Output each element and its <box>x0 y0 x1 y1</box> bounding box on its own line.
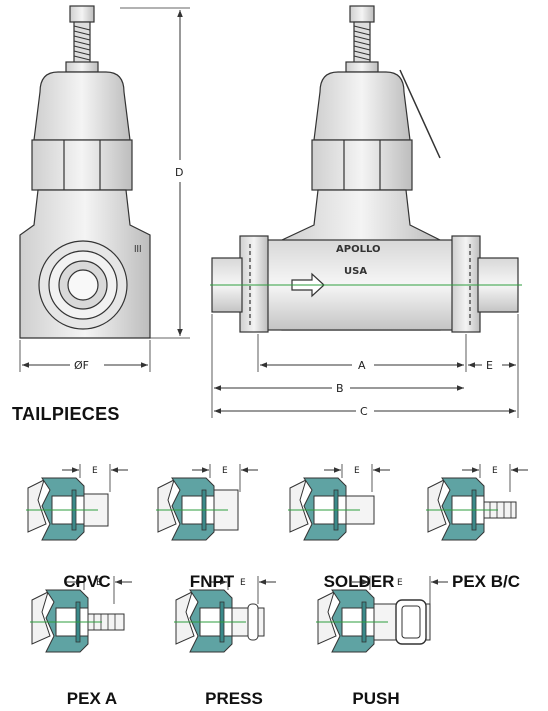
tailpiece-body-stub <box>427 479 447 533</box>
right-union-nut <box>451 235 481 333</box>
tailpiece-body-stub <box>31 591 51 645</box>
dim-d-label: D <box>175 166 183 179</box>
tailpiece-label-push: PUSH <box>352 689 400 708</box>
tailpiece-label-pex-a: PEX A <box>66 689 118 708</box>
section-title: TAILPIECES <box>12 404 120 424</box>
screw-nut <box>69 5 95 23</box>
tailpiece-drawings: E E E E E E E <box>26 464 528 653</box>
front-view: APOLLO USA <box>211 5 519 333</box>
tailpiece-body-stub <box>157 479 177 533</box>
dimension-b: B <box>211 314 464 418</box>
left-union-nut <box>239 235 269 333</box>
tailpiece-extension <box>483 501 517 519</box>
tailpiece-label-solder: SOLDER <box>323 572 395 591</box>
push-collet-inner <box>401 605 421 639</box>
dim-e-label: E <box>486 359 493 372</box>
dim-a-label: A <box>358 359 366 372</box>
tailpiece-dim-label: E <box>92 466 98 476</box>
dim-c-label: C <box>360 405 368 418</box>
tailpiece-label-pex-bc: PEX B/C <box>451 572 521 591</box>
body-marking-2: USA <box>344 266 367 277</box>
tailpiece-dim-label: E <box>354 466 360 476</box>
hex-nut <box>31 139 133 191</box>
dim-b-label: B <box>336 382 344 395</box>
press-ring <box>247 603 259 641</box>
tailpiece-body-stub <box>175 591 195 645</box>
tailpiece-dim-label: E <box>240 578 246 588</box>
dimension-a: A <box>257 334 467 372</box>
tailpiece-body-stub <box>289 479 309 533</box>
dimension-c: C <box>214 405 516 418</box>
tailpiece-dim-label: E <box>492 466 498 476</box>
body-marking-1: APOLLO <box>336 244 380 255</box>
tailpiece-label-cpvc: CPVC <box>63 572 111 591</box>
tailpiece-body-stub <box>317 591 337 645</box>
bonnet <box>33 71 131 141</box>
tailpiece-dim-label: E <box>397 578 403 588</box>
dimension-d: D <box>120 7 190 339</box>
tailpiece-label-fnpt: FNPT <box>189 572 235 591</box>
tailpiece-body-stub <box>27 479 47 533</box>
dimension-e: E <box>468 314 519 418</box>
push-collet <box>395 599 427 645</box>
tailpiece-label-press: PRESS <box>205 689 263 708</box>
tailpiece-dim-label: E <box>96 578 102 588</box>
side-marking: lll <box>134 245 142 255</box>
end-view: lll <box>19 5 151 339</box>
dimension-f: ØF <box>19 340 151 372</box>
dim-f-label: ØF <box>74 359 89 372</box>
tailpiece-dim-label: E <box>222 466 228 476</box>
